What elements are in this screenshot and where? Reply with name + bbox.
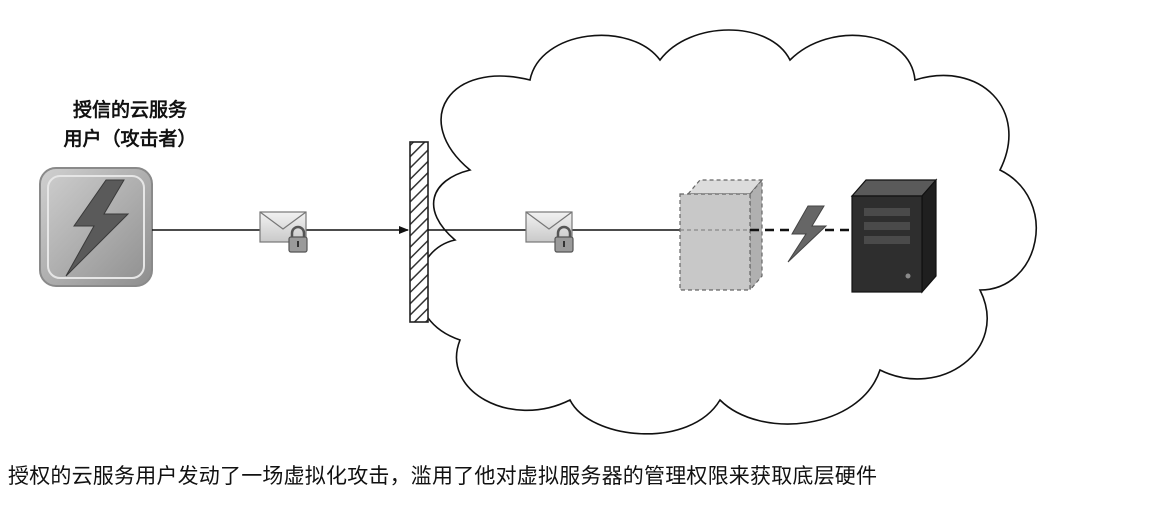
- locked-envelope-icon: [259, 211, 308, 253]
- virtual-server-icon: [679, 178, 764, 292]
- firewall-icon: [409, 141, 429, 323]
- physical-server-icon: [850, 178, 938, 294]
- attacker-label: 授信的云服务 用户（攻击者）: [30, 96, 230, 154]
- lightning-bolt-icon: [65, 179, 130, 277]
- figure-caption: 授权的云服务用户发动了一场虚拟化攻击，滥用了他对虚拟服务器的管理权限来获取底层硬…: [8, 464, 878, 488]
- attacker-user-tile: [39, 167, 153, 287]
- attacker-label-line2: 用户（攻击者）: [63, 128, 197, 150]
- lightning-bolt-icon: [787, 205, 828, 263]
- attacker-label-line1: 授信的云服务: [72, 99, 187, 121]
- locked-envelope-icon: [525, 211, 574, 253]
